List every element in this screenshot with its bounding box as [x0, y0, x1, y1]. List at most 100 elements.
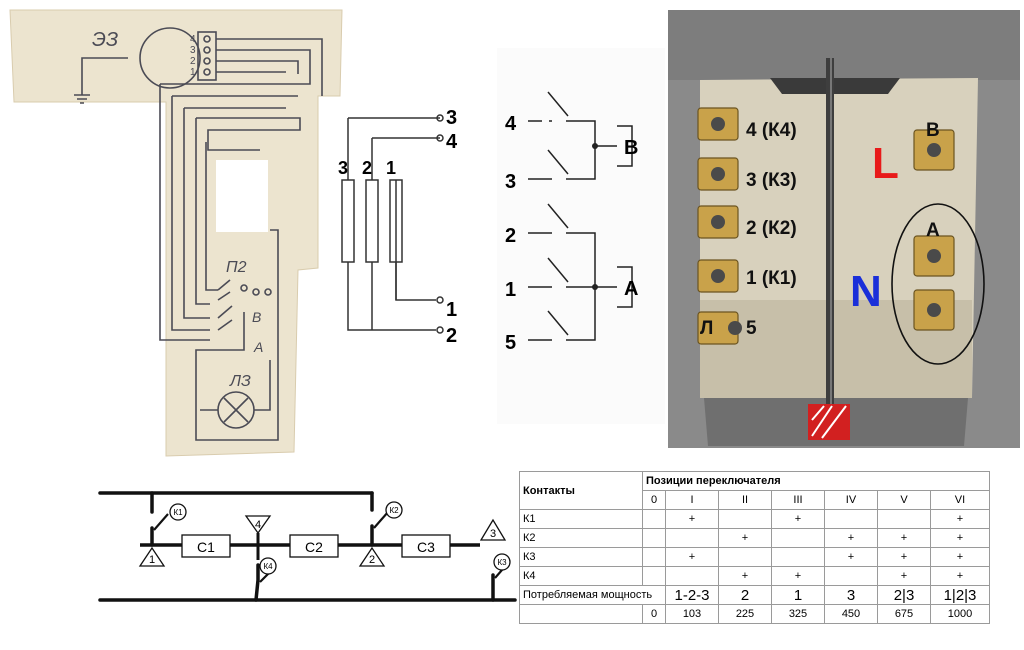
v-label: В — [252, 309, 261, 325]
power-watts-cell: 225 — [718, 604, 772, 624]
l-label: L — [872, 139, 899, 188]
heater-label-c3: С3 — [417, 539, 435, 555]
power-element-cell: 1 — [771, 585, 825, 605]
power-watts-cell: 103 — [665, 604, 719, 624]
table-row: К3 + + + + — [519, 547, 990, 567]
heater-label-c1: С1 — [197, 539, 215, 555]
power-element-cell: 1|2|3 — [930, 585, 990, 605]
table-row: К4 + + + + — [519, 566, 990, 586]
table-cell — [642, 547, 666, 567]
row-label: К4 — [519, 566, 643, 586]
contact-label-k4: К4 — [263, 562, 273, 571]
resistor-diagram: 3 4 1 2 3 2 1 — [338, 107, 458, 347]
photo-label-k4: 4 (К4) — [746, 120, 797, 141]
photo-label-l: Л — [700, 318, 713, 339]
table-cell: + — [930, 528, 990, 548]
contact-label-1: 1 — [505, 279, 516, 301]
power-element-cell: 2 — [718, 585, 772, 605]
power-element-cell: 1-2-3 — [665, 585, 719, 605]
e3-label: ЭЗ — [92, 29, 118, 51]
photo-label-a: А — [926, 220, 940, 241]
terminal-label-2: 2 — [446, 325, 457, 347]
power-elements-row: Потребляемая мощность 1-2-3 2 1 3 2|3 1|… — [519, 585, 990, 605]
table-cell — [718, 509, 772, 529]
table-cell — [642, 509, 666, 529]
table-cell: + — [665, 547, 719, 567]
resistor-label-2: 2 — [362, 158, 372, 178]
table-cell — [665, 528, 719, 548]
row-label: К3 — [519, 547, 643, 567]
table-cell: + — [930, 547, 990, 567]
switch-photo: 4 (К4) 3 (К3) 2 (К2) 1 (К1) Л 5 В А L N — [668, 10, 1020, 448]
position-cell: II — [718, 490, 772, 510]
power-label: Потребляемая мощность — [519, 585, 666, 605]
photo-label-k2: 2 (К2) — [746, 218, 797, 239]
table-cell — [771, 547, 825, 567]
power-watts-row: 0 103 225 325 450 675 1000 — [519, 604, 990, 624]
table-cell: + — [824, 528, 878, 548]
positions-header: Позиции переключателя — [642, 471, 990, 491]
power-element-cell: 2|3 — [877, 585, 931, 605]
table-cell: + — [824, 547, 878, 567]
row-label: К2 — [519, 528, 643, 548]
contact-label-k1: К1 — [173, 508, 183, 517]
node-label-4: 4 — [255, 519, 261, 531]
n-label: N — [850, 267, 882, 316]
table-row: К1 + + + — [519, 509, 990, 529]
position-cell: VI — [930, 490, 990, 510]
table-cell — [824, 566, 878, 586]
output-label-v: В — [624, 137, 638, 159]
table-cell — [718, 547, 772, 567]
table-cell: + — [771, 509, 825, 529]
terminal-label-3: 3 — [446, 107, 457, 129]
a-label: А — [253, 339, 263, 355]
position-cell: V — [877, 490, 931, 510]
resistor-label-1: 1 — [386, 158, 396, 178]
paper-schematic: ЭЗ 4 3 2 1 П2 В А ЛЗ — [9, 9, 343, 457]
contact-label-3: 3 — [505, 171, 516, 193]
table-cell — [877, 509, 931, 529]
empty-cell — [519, 604, 643, 624]
power-watts-cell: 675 — [877, 604, 931, 624]
table-cell — [665, 566, 719, 586]
power-watts-cell: 0 — [642, 604, 666, 624]
contact-label-2: 2 — [505, 225, 516, 247]
table-cell: + — [877, 547, 931, 567]
table-cell: + — [665, 509, 719, 529]
table-header-row: Контакты Позиции переключателя — [519, 471, 990, 510]
lamp-label: ЛЗ — [229, 373, 251, 390]
table-cell — [642, 566, 666, 586]
terminal-label-1: 1 — [446, 299, 457, 321]
table-cell — [642, 528, 666, 548]
position-cell: IV — [824, 490, 878, 510]
contact-label-k3: К3 — [497, 558, 507, 567]
node-label-1: 1 — [149, 554, 155, 566]
node-label-3: 3 — [490, 528, 496, 540]
heater-label-c2: С2 — [305, 539, 323, 555]
table-cell: + — [930, 566, 990, 586]
p2-label: П2 — [226, 259, 247, 276]
photo-label-v: В — [926, 120, 940, 141]
terminal-label-4: 4 — [446, 131, 458, 153]
photo-label-k1: 1 (К1) — [746, 268, 797, 289]
power-watts-cell: 325 — [771, 604, 825, 624]
pin-label-2: 2 — [190, 56, 196, 67]
row-label: К1 — [519, 509, 643, 529]
contact-label-k2: К2 — [389, 506, 399, 515]
table-cell — [824, 509, 878, 529]
output-label-a: А — [624, 278, 638, 300]
table-cell: + — [877, 566, 931, 586]
node-label-2: 2 — [369, 554, 375, 566]
table-cell — [771, 528, 825, 548]
position-cell: III — [771, 490, 825, 510]
table-cell: + — [930, 509, 990, 529]
pin-label-1: 1 — [190, 67, 196, 78]
pin-label-4: 4 — [190, 34, 196, 45]
contact-label-5: 5 — [505, 332, 516, 354]
power-watts-cell: 450 — [824, 604, 878, 624]
contact-diagram: 4 3 2 1 5 В А — [497, 48, 665, 424]
table-cell: + — [718, 528, 772, 548]
power-watts-cell: 1000 — [930, 604, 990, 624]
table-cell: + — [718, 566, 772, 586]
photo-label-k3: 3 (К3) — [746, 170, 797, 191]
